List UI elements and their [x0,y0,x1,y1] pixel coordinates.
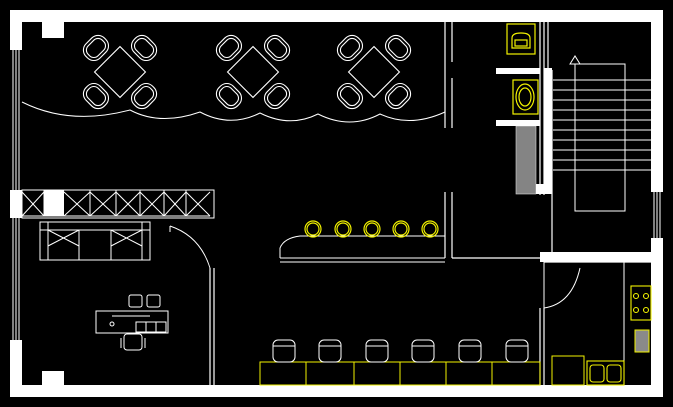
dining-chair [82,34,110,62]
desk-chair [128,294,143,308]
wall-left-lower [10,340,22,397]
bar-stool [421,220,439,238]
storage-cell-x [185,191,211,217]
storage-cell-x [89,190,117,217]
bathroom-ledge-top [496,68,540,74]
corridor-door [543,262,581,309]
dining-set-2 [215,34,291,110]
bathroom [506,23,544,195]
counter-chairs [272,339,529,363]
dining-table [93,45,147,99]
desk-chair [146,294,161,308]
dining-chair [336,82,364,110]
counter-chair [411,339,435,363]
office-door [169,225,211,269]
toilet-icon [506,23,536,55]
storage-cell-x [63,190,91,217]
storage-pillar [44,190,64,216]
dining-chair [130,82,158,110]
office-desk [95,310,169,334]
double-sink-icon [586,360,625,386]
wall-top [10,10,663,22]
desk-swivel-chair [123,333,143,351]
dining-chair [263,82,291,110]
kitchen-appliance [634,329,650,353]
bar-stools [304,220,439,238]
bathroom-ledge-bottom [496,120,540,126]
kitchen [551,262,652,386]
dining-chair [215,34,243,62]
dining-chair [263,34,291,62]
curtain-line [21,101,446,123]
window-right [653,192,661,238]
bathroom-hatch [515,125,537,195]
stove-icon [630,285,652,321]
dining-chair [384,82,412,110]
windows [12,50,661,340]
pillar-stair [544,68,552,194]
washbasin-icon [512,79,539,115]
counter-chair [318,339,342,363]
dining-chair [336,34,364,62]
kitchen-counter [551,355,585,386]
dining-set-3 [336,34,412,110]
office-desk-set [95,294,169,351]
dining-chair [82,82,110,110]
outer-walls [10,10,663,397]
counter-chair [272,339,296,363]
staircase [553,55,651,212]
column-bottom-left [42,371,64,385]
column-top-left [42,22,64,38]
counter-chair [365,339,389,363]
dining-area [82,34,412,110]
storage-cell-x [163,190,187,217]
dining-chair [384,34,412,62]
wall-bottom [10,385,663,397]
bar-stool [304,220,322,238]
window-left-lower [12,218,20,340]
wall-left-middle [10,190,22,218]
storage-cell-x [139,190,165,217]
stair-landing-wall [540,252,651,262]
bar-counter [279,235,445,263]
wall-left-upper [10,10,22,50]
dining-chair [130,34,158,62]
dining-chair [215,82,243,110]
sofa [39,221,151,261]
wall-right-lower [651,238,663,397]
window-left-upper [12,50,20,190]
dining-table [347,45,401,99]
bar-stool [334,220,352,238]
counter-chair [505,339,529,363]
dining-table [226,45,280,99]
bar-stool [363,220,381,238]
wall-blocks [496,68,651,262]
storage-cell-x [115,190,141,217]
long-counter [259,361,541,386]
wall-right-upper [651,10,663,192]
bar-stool [392,220,410,238]
dining-set-1 [82,34,158,110]
up-arrow-icon [569,55,581,65]
counter-chair [458,339,482,363]
